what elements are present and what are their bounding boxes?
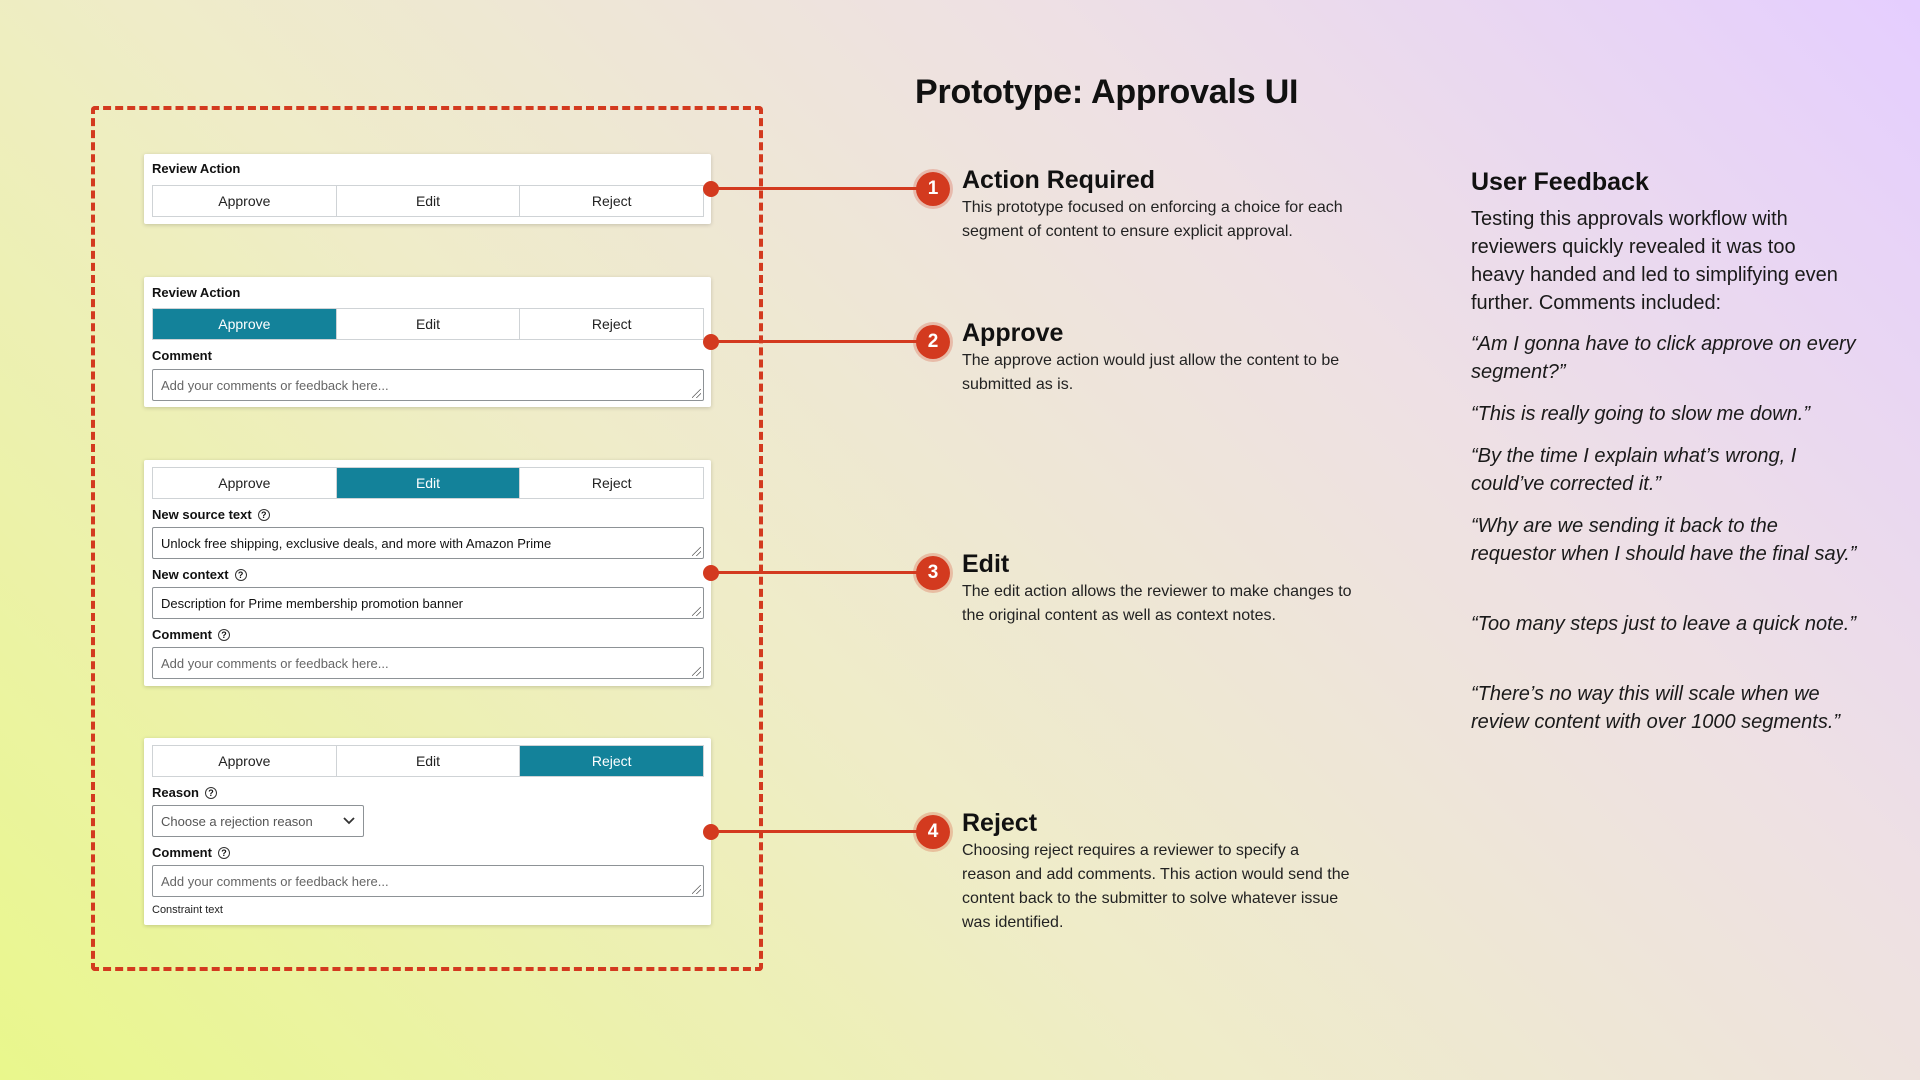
card-heading: Review Action <box>152 161 241 176</box>
comment-input[interactable]: Add your comments or feedback here... <box>152 369 704 401</box>
step-desc-approve: The approve action would just allow the … <box>962 352 1340 393</box>
edit-button[interactable]: Edit <box>336 309 521 339</box>
feedback-quote: “Too many steps just to leave a quick no… <box>1471 613 1857 635</box>
step-title-reject: Reject <box>962 809 1038 837</box>
reject-button[interactable]: Reject <box>520 746 704 776</box>
approve-button[interactable]: Approve <box>153 468 337 498</box>
edit-button[interactable]: Edit <box>336 468 521 498</box>
feedback-quote: “By the time I explain what’s wrong, I c… <box>1471 445 1797 495</box>
step-desc-edit: The edit action allows the reviewer to m… <box>962 583 1352 624</box>
chevron-down-icon <box>343 817 355 825</box>
context-input[interactable]: Description for Prime membership promoti… <box>152 587 704 619</box>
comment-label: Comment ? <box>152 845 230 860</box>
step-desc-reject: Choosing reject requires a reviewer to s… <box>962 842 1350 931</box>
connector-line-3 <box>711 571 920 574</box>
user-feedback-intro: Testing this approvals workflow with rev… <box>1471 208 1838 314</box>
comment-label: Comment <box>152 348 212 363</box>
step-number-3: 3 <box>916 556 950 590</box>
reject-button[interactable]: Reject <box>520 186 704 216</box>
connector-line-1 <box>711 187 920 190</box>
review-segmented-control: Approve Edit Reject <box>152 467 704 499</box>
feedback-quote: “There’s no way this will scale when we … <box>1471 683 1841 733</box>
review-action-card-initial: Review Action Approve Edit Reject <box>144 154 711 224</box>
page-title: Prototype: Approvals UI <box>915 73 1299 111</box>
constraint-text: Constraint text <box>152 904 223 916</box>
comment-label-text: Comment <box>152 627 212 642</box>
connector-line-2 <box>711 340 920 343</box>
approve-button[interactable]: Approve <box>153 186 337 216</box>
help-icon[interactable]: ? <box>204 786 217 799</box>
help-icon[interactable]: ? <box>217 628 230 641</box>
comment-placeholder: Add your comments or feedback here... <box>161 377 389 393</box>
comment-placeholder: Add your comments or feedback here... <box>161 655 389 671</box>
step-number-1: 1 <box>916 172 950 206</box>
edit-button[interactable]: Edit <box>336 746 521 776</box>
step-title-approve: Approve <box>962 319 1064 347</box>
source-text-label-text: New source text <box>152 507 252 522</box>
feedback-quote: “Why are we sending it back to the reque… <box>1471 515 1857 565</box>
source-text-label: New source text ? <box>152 507 270 522</box>
resize-handle-icon[interactable] <box>692 607 701 616</box>
context-label-text: New context <box>152 567 229 582</box>
reject-action-card: Approve Edit Reject Reason ? Choose a re… <box>144 738 711 925</box>
step-number-2: 2 <box>916 325 950 359</box>
comment-input[interactable]: Add your comments or feedback here... <box>152 647 704 679</box>
step-desc-action-required: This prototype focused on enforcing a ch… <box>962 199 1343 240</box>
approve-button[interactable]: Approve <box>153 746 337 776</box>
context-label: New context ? <box>152 567 247 582</box>
comment-placeholder: Add your comments or feedback here... <box>161 873 389 889</box>
comment-label: Comment ? <box>152 627 230 642</box>
review-segmented-control: Approve Edit Reject <box>152 185 704 217</box>
rejection-reason-select[interactable]: Choose a rejection reason <box>152 805 364 837</box>
comment-input[interactable]: Add your comments or feedback here... <box>152 865 704 897</box>
rejection-reason-placeholder: Choose a rejection reason <box>161 813 313 829</box>
review-segmented-control: Approve Edit Reject <box>152 308 704 340</box>
approve-button[interactable]: Approve <box>153 309 337 339</box>
resize-handle-icon[interactable] <box>692 885 701 894</box>
step-number-4: 4 <box>916 815 950 849</box>
step-title-edit: Edit <box>962 550 1010 578</box>
reason-label-text: Reason <box>152 785 199 800</box>
comment-label-text: Comment <box>152 845 212 860</box>
review-segmented-control: Approve Edit Reject <box>152 745 704 777</box>
reject-button[interactable]: Reject <box>520 309 704 339</box>
edit-action-card: Approve Edit Reject New source text ? Un… <box>144 460 711 686</box>
help-icon[interactable]: ? <box>217 846 230 859</box>
card-heading: Review Action <box>152 285 241 300</box>
feedback-quote: “This is really going to slow me down.” <box>1471 403 1811 425</box>
connector-line-4 <box>711 830 920 833</box>
edit-button[interactable]: Edit <box>336 186 521 216</box>
reject-button[interactable]: Reject <box>520 468 704 498</box>
source-text-input[interactable]: Unlock free shipping, exclusive deals, a… <box>152 527 704 559</box>
review-action-card-approve: Review Action Approve Edit Reject Commen… <box>144 277 711 407</box>
help-icon[interactable]: ? <box>257 508 270 521</box>
resize-handle-icon[interactable] <box>692 547 701 556</box>
reason-label: Reason ? <box>152 785 217 800</box>
help-icon[interactable]: ? <box>234 568 247 581</box>
comment-label-text: Comment <box>152 348 212 363</box>
context-value: Description for Prime membership promoti… <box>161 595 464 611</box>
resize-handle-icon[interactable] <box>692 389 701 398</box>
prototype-frame <box>91 106 763 971</box>
step-title-action-required: Action Required <box>962 166 1156 194</box>
user-feedback-title: User Feedback <box>1471 168 1649 196</box>
source-text-value: Unlock free shipping, exclusive deals, a… <box>161 535 552 551</box>
resize-handle-icon[interactable] <box>692 667 701 676</box>
feedback-quote: “Am I gonna have to click approve on eve… <box>1471 333 1856 383</box>
